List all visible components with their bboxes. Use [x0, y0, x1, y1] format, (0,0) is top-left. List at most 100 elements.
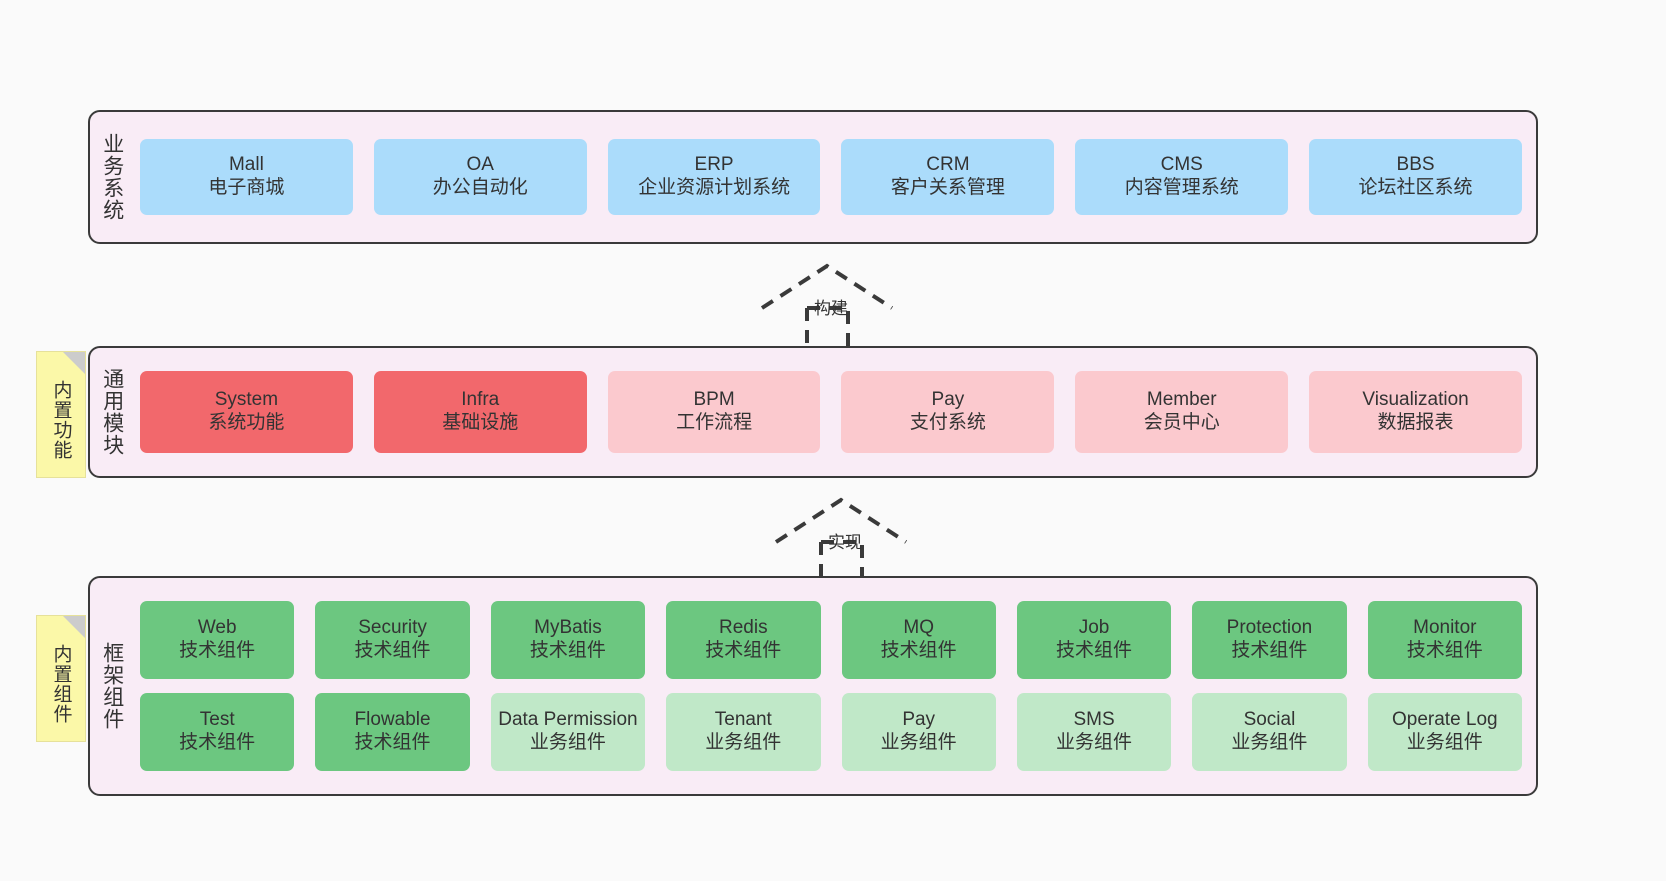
- node-job[interactable]: Job 技术组件: [1016, 601, 1172, 679]
- node-desc: 技术组件: [1056, 640, 1133, 661]
- note-fold-icon: [63, 616, 85, 638]
- node-mybatis[interactable]: MyBatis 技术组件: [490, 601, 646, 679]
- node-bbs[interactable]: BBS 论坛社区系统: [1309, 139, 1522, 215]
- layer-body-common-module: System 系统功能 Infra 基础设施 BPM 工作流程 Pay 支付系统…: [134, 348, 1536, 476]
- generalization-triangle-icon: [760, 263, 894, 310]
- node-oa[interactable]: OA 办公自动化: [373, 139, 587, 215]
- node-name: Tenant: [714, 709, 772, 731]
- node-infra[interactable]: Infra 基础设施: [373, 371, 587, 453]
- node-name: System: [214, 389, 279, 411]
- node-web[interactable]: Web 技术组件: [140, 601, 295, 679]
- node-desc: 基础设施: [442, 412, 519, 433]
- node-name: Security: [358, 617, 427, 639]
- node-name: ERP: [694, 154, 734, 176]
- node-name: Monitor: [1413, 617, 1477, 639]
- node-desc: 技术组件: [354, 640, 431, 661]
- node-row-business: Test 技术组件 Flowable 技术组件 Data Permission …: [140, 693, 1522, 771]
- generalization-triangle-icon: [774, 497, 908, 544]
- node-name: BPM: [693, 389, 735, 411]
- node-name: Mall: [228, 154, 264, 176]
- layer-title-common-module: 通用模块: [100, 368, 124, 456]
- layer-body-framework-component: Web 技术组件 Security 技术组件 MyBatis 技术组件 Redi…: [134, 578, 1536, 794]
- node-system[interactable]: System 系统功能: [140, 371, 353, 453]
- node-row: System 系统功能 Infra 基础设施 BPM 工作流程 Pay 支付系统…: [140, 371, 1522, 453]
- node-tenant[interactable]: Tenant 业务组件: [666, 693, 821, 771]
- node-desc: 技术组件: [354, 732, 431, 753]
- note-fold-icon: [63, 352, 85, 374]
- node-desc: 会员中心: [1143, 412, 1220, 433]
- connector-stem-right: [807, 306, 850, 350]
- node-desc: 办公自动化: [432, 177, 528, 198]
- node-security[interactable]: Security 技术组件: [315, 601, 470, 679]
- node-desc: 论坛社区系统: [1358, 177, 1473, 198]
- node-pay-component[interactable]: Pay 业务组件: [841, 693, 996, 771]
- node-name: Social: [1243, 709, 1296, 731]
- node-desc: 技术组件: [179, 732, 256, 753]
- note-builtin-component: 内置组件: [36, 615, 86, 742]
- node-flowable[interactable]: Flowable 技术组件: [315, 693, 470, 771]
- node-sms[interactable]: SMS 业务组件: [1016, 693, 1172, 771]
- node-desc: 技术组件: [179, 640, 256, 661]
- node-name: BBS: [1396, 154, 1435, 176]
- node-crm[interactable]: CRM 客户关系管理: [841, 139, 1055, 215]
- layer-framework-component: 框架组件 Web 技术组件 Security 技术组件 MyBatis 技术组件…: [88, 576, 1538, 796]
- node-social[interactable]: Social 业务组件: [1192, 693, 1347, 771]
- layer-body-business-system: Mall 电子商城 OA 办公自动化 ERP 企业资源计划系统 CRM 客户关系…: [134, 112, 1536, 242]
- node-desc: 业务组件: [1056, 732, 1133, 753]
- note-text: 内置组件: [50, 643, 72, 724]
- node-cms[interactable]: CMS 内容管理系统: [1075, 139, 1289, 215]
- node-desc: 支付系统: [909, 412, 986, 433]
- node-bpm[interactable]: BPM 工作流程: [607, 371, 821, 453]
- node-name: Web: [197, 617, 237, 639]
- node-desc: 业务组件: [1231, 732, 1308, 753]
- node-desc: 电子商城: [208, 177, 285, 198]
- node-name: Member: [1146, 389, 1217, 411]
- node-desc: 技术组件: [1231, 640, 1308, 661]
- node-name: OA: [466, 154, 494, 176]
- node-name: SMS: [1073, 709, 1115, 731]
- node-name: Infra: [461, 389, 500, 411]
- connector-implement: [774, 497, 908, 584]
- note-builtin-feature: 内置功能: [36, 351, 86, 478]
- node-mall[interactable]: Mall 电子商城: [140, 139, 353, 215]
- node-name: Visualization: [1362, 389, 1469, 411]
- node-desc: 技术组件: [880, 640, 957, 661]
- node-name: Protection: [1226, 617, 1313, 639]
- node-desc: 业务组件: [1406, 732, 1483, 753]
- node-desc: 业务组件: [529, 732, 606, 753]
- node-protection[interactable]: Protection 技术组件: [1192, 601, 1347, 679]
- node-redis[interactable]: Redis 技术组件: [666, 601, 821, 679]
- connector-label-implement: 实现: [828, 533, 862, 552]
- layer-title-framework-component: 框架组件: [100, 642, 124, 730]
- connector-label-build: 构建: [814, 299, 848, 318]
- node-desc: 技术组件: [705, 640, 782, 661]
- node-test[interactable]: Test 技术组件: [140, 693, 295, 771]
- node-desc: 业务组件: [880, 732, 957, 753]
- node-desc: 系统功能: [208, 412, 285, 433]
- node-desc: 企业资源计划系统: [638, 177, 791, 198]
- node-name: Pay: [931, 389, 965, 411]
- node-mq[interactable]: MQ 技术组件: [841, 601, 996, 679]
- node-data-permission[interactable]: Data Permission 业务组件: [490, 693, 646, 771]
- node-name: Redis: [719, 617, 768, 639]
- node-row-technical: Web 技术组件 Security 技术组件 MyBatis 技术组件 Redi…: [140, 601, 1522, 679]
- node-name: MQ: [903, 617, 934, 639]
- node-desc: 数据报表: [1377, 412, 1454, 433]
- connector-stem-right: [821, 540, 864, 584]
- node-desc: 业务组件: [705, 732, 782, 753]
- node-pay-module[interactable]: Pay 支付系统: [841, 371, 1055, 453]
- node-name: Test: [199, 709, 235, 731]
- layer-common-module: 通用模块 System 系统功能 Infra 基础设施 BPM 工作流程 Pay…: [88, 346, 1538, 478]
- node-row: Mall 电子商城 OA 办公自动化 ERP 企业资源计划系统 CRM 客户关系…: [140, 139, 1522, 215]
- node-name: Job: [1078, 617, 1110, 639]
- node-name: Data Permission: [498, 709, 638, 731]
- node-operate-log[interactable]: Operate Log 业务组件: [1367, 693, 1522, 771]
- layer-title-business-system: 业务系统: [100, 133, 124, 221]
- node-visualization[interactable]: Visualization 数据报表: [1309, 371, 1522, 453]
- node-erp[interactable]: ERP 企业资源计划系统: [607, 139, 821, 215]
- node-desc: 工作流程: [676, 412, 753, 433]
- node-desc: 内容管理系统: [1124, 177, 1239, 198]
- node-monitor[interactable]: Monitor 技术组件: [1367, 601, 1522, 679]
- node-member[interactable]: Member 会员中心: [1075, 371, 1289, 453]
